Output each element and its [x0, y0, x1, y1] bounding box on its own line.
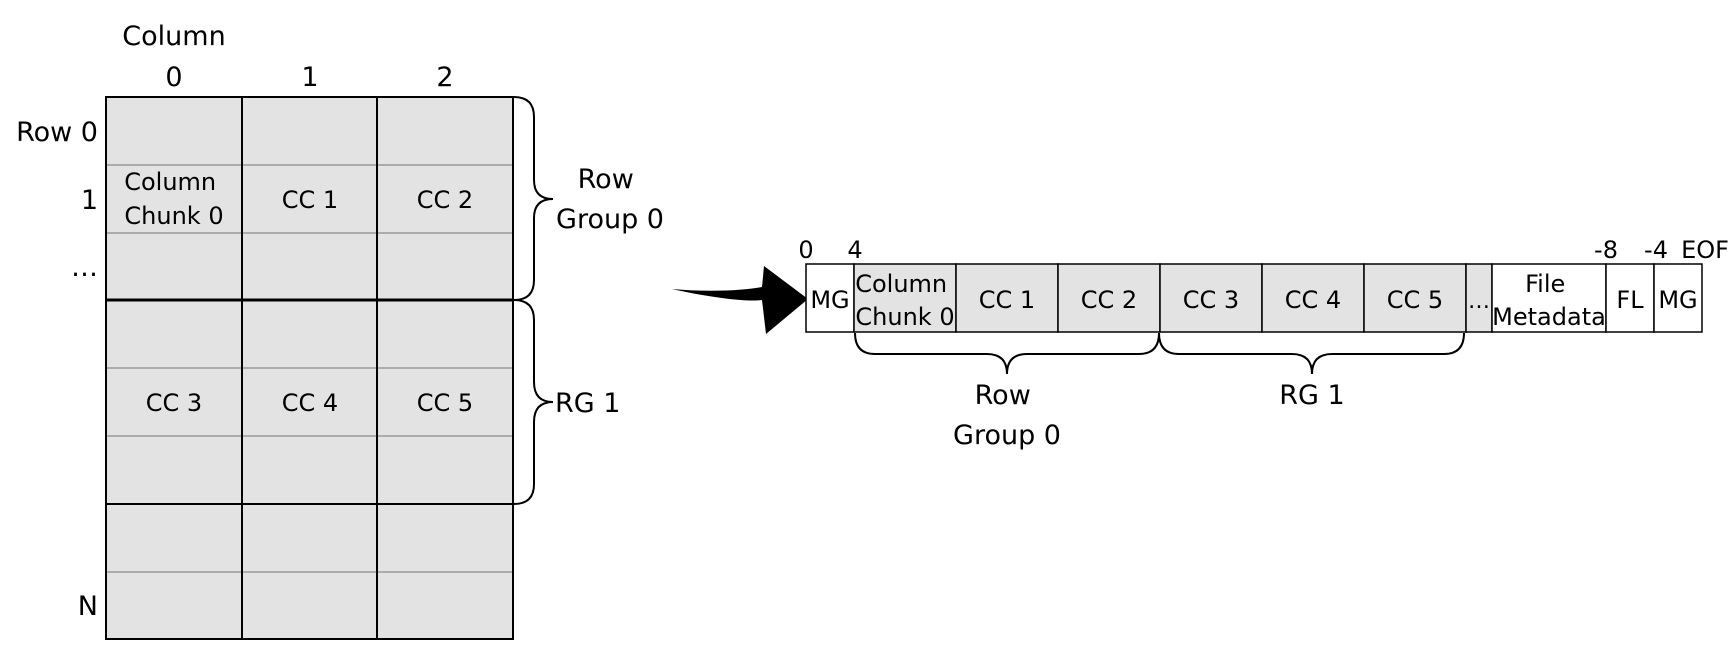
segment-cc-4: CC 4	[1285, 286, 1341, 314]
grid-borders	[105, 96, 514, 640]
file-layout: 0 4 -8 -4 EOF MG Column Chunk 0 CC 1 CC …	[798, 236, 1729, 451]
offset-0: 0	[798, 236, 813, 264]
grid-group-label-row-group-0: Row Group 0	[556, 164, 664, 235]
segment-ellipsis: …	[1468, 289, 1490, 314]
row-label-n: N	[78, 591, 98, 622]
segment-cc-3: CC 3	[1183, 286, 1239, 314]
column-index-0: 0	[165, 62, 182, 93]
grid-cell-cc-4: CC 4	[282, 389, 338, 417]
grid-cell-cc-2: CC 2	[417, 186, 473, 214]
segment-mg-start: MG	[810, 286, 849, 314]
row-dividers	[106, 164, 513, 573]
column-index-2: 2	[436, 62, 453, 93]
grid-cell-column-chunk-0: Column Chunk 0	[124, 168, 224, 230]
column-header: Column	[122, 21, 225, 52]
column-index-1: 1	[301, 62, 318, 93]
grid-cell-cc-1: CC 1	[282, 186, 338, 214]
segment-fl: FL	[1616, 286, 1644, 314]
segment-cc-1: CC 1	[979, 286, 1035, 314]
offset-eof: EOF	[1681, 236, 1729, 264]
segment-cc-5: CC 5	[1387, 286, 1443, 314]
row-group-0-brace	[513, 96, 554, 301]
segment-file-metadata: File Metadata	[1492, 270, 1606, 331]
file-group-label-rg-1: RG 1	[1279, 380, 1344, 411]
segment-column-chunk-0: Column Chunk 0	[855, 270, 955, 331]
rg-1-brace	[513, 299, 554, 505]
segment-mg-end: MG	[1658, 286, 1697, 314]
grid-cell-cc-3: CC 3	[146, 389, 202, 417]
file-row-group-0-brace	[854, 332, 1160, 375]
grid-group-label-rg-1: RG 1	[555, 388, 620, 419]
row-label-ellipsis: …	[71, 252, 98, 283]
file-group-label-row-group-0: Row Group 0	[953, 380, 1061, 451]
file-segments	[805, 263, 1703, 333]
row-label-1: 1	[81, 185, 98, 216]
offset-minus-8: -8	[1594, 236, 1618, 264]
transform-arrow-icon	[672, 266, 808, 334]
table-grid: Column 0 1 2 Row 0 1 … N Column	[16, 21, 664, 640]
segment-cc-2: CC 2	[1081, 286, 1137, 314]
row-label-0: Row 0	[16, 117, 98, 148]
file-rg-1-brace	[1158, 332, 1465, 375]
grid-cell-cc-5: CC 5	[417, 389, 473, 417]
offset-4: 4	[847, 236, 862, 264]
offset-minus-4: -4	[1644, 236, 1668, 264]
